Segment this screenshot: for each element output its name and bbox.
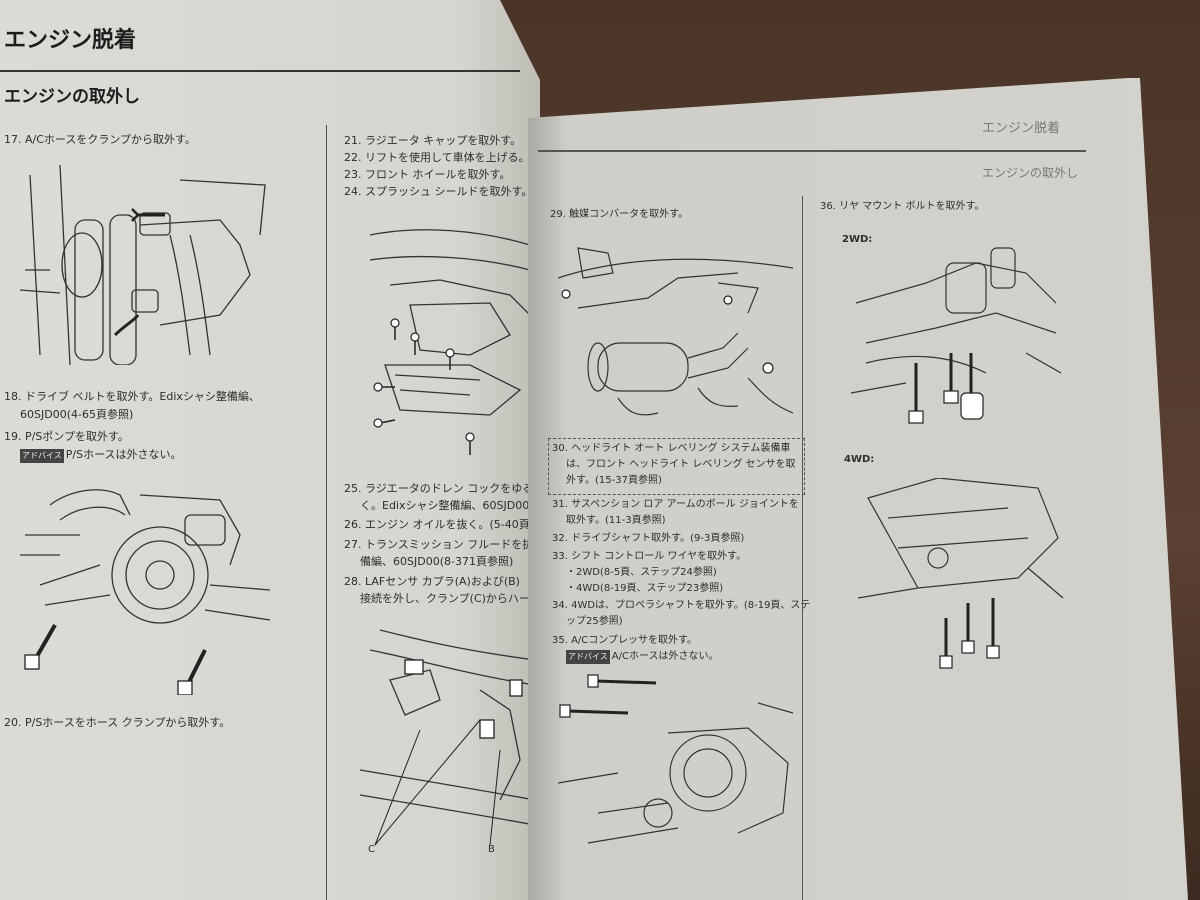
step-33-4wd: ・4WD(8-19頁、ステップ23参照)	[566, 583, 724, 594]
callout-c: C	[368, 844, 375, 855]
step-31: 31. サスペンション ロア アームのボール ジョイントを	[552, 499, 799, 510]
step-33-2wd: ・2WD(8-5頁、ステップ24参照)	[566, 567, 717, 578]
advice-tag: アドバイス	[20, 449, 64, 463]
step-23: 23. フロント ホイールを取外す。	[344, 168, 511, 181]
header-faded: エンジン脱着	[982, 121, 1061, 136]
section-heading: エンジンの取外し	[4, 87, 140, 107]
rear-mount-4wd-figure	[858, 478, 1068, 678]
step-19: 19. P/Sポンプを取外す。	[4, 430, 129, 443]
step-27: 27. トランスミッション フルードを抜	[344, 538, 534, 551]
step-30-ref: 外す。(15-37頁参照)	[566, 475, 662, 486]
step-33: 33. シフト コントロール ワイヤを取外す。	[552, 551, 747, 562]
column-divider-right	[802, 196, 803, 900]
step-24: 24. スプラッシュ シールドを取外す。	[344, 185, 533, 198]
label-2wd: 2WD:	[842, 234, 873, 245]
label-4wd: 4WD:	[844, 454, 875, 465]
step-28: 28. LAFセンサ カプラ(A)および(B)	[344, 575, 520, 588]
step-35: 35. A/Cコンプレッサを取外す。	[552, 635, 697, 646]
right-page: エンジン脱着 エンジンの取外し 29. 触媒コンバータを取外す。	[528, 78, 1188, 900]
advice-35-text: A/Cホースは外さない。	[611, 651, 719, 662]
step-31-ref: 取外す。(11-3頁参照)	[566, 515, 666, 526]
step-25: 25. ラジエータのドレン コックをゆるめ	[344, 482, 540, 495]
advice-19-text: P/Sホースは外さない。	[65, 448, 182, 461]
ac-compressor-figure	[558, 663, 798, 863]
title-rule	[0, 70, 520, 72]
step-30: 30. ヘッドライト オート レベリング システム装備車	[552, 443, 791, 454]
step-29: 29. 触媒コンバータを取外す。	[550, 209, 689, 220]
step-36: 36. リヤ マウント ボルトを取外す。	[820, 201, 985, 212]
step-22: 22. リフトを使用して車体を上げる。	[344, 151, 530, 164]
step-32: 32. ドライブシャフト取外す。(9-3頁参照)	[552, 533, 745, 544]
step-17: 17. A/Cホースをクランプから取外す。	[4, 133, 196, 146]
rear-mount-2wd-figure	[846, 243, 1066, 443]
ac-hose-clamp-figure	[20, 165, 270, 365]
step-20: 20. P/Sホースをホース クランプから取外す。	[4, 716, 231, 729]
step-30-cont: は、フロント ヘッドライト レベリング センサを取	[566, 459, 796, 470]
page-title: エンジン脱着	[4, 28, 137, 53]
step-27-cont: 備編、60SJD00(8-371頁参照)	[360, 555, 514, 568]
left-page: エンジン脱着 エンジンの取外し 17. A/Cホースをクランプから取外す。	[0, 0, 540, 900]
step-18-ref: 60SJD00(4-65頁参照)	[20, 408, 134, 421]
step-34: 34. 4WDは、プロペラシャフトを取外す。(8-19頁、ステ	[552, 600, 811, 611]
subheader-faded: エンジンの取外し	[982, 166, 1079, 180]
callout-b: B	[488, 844, 495, 855]
splash-shield-figure	[370, 215, 530, 460]
step-28-cont: 接続を外し、クランプ(C)からハーネス	[360, 592, 540, 605]
step-26: 26. エンジン オイルを抜く。(5-40頁参照)	[344, 518, 540, 531]
step-34-cont: ップ25参照)	[566, 616, 623, 627]
catalytic-converter-figure	[558, 238, 793, 433]
laf-sensor-figure	[360, 620, 535, 855]
step-18: 18. ドライブ ベルトを取外す。Edixシャシ整備編、	[4, 390, 260, 403]
step-30-callout-box	[548, 438, 805, 495]
advice-tag: アドバイス	[566, 650, 610, 664]
column-divider	[326, 125, 327, 900]
header-rule	[538, 150, 1086, 152]
ps-pump-figure	[20, 475, 280, 695]
step-21: 21. ラジエータ キャップを取外す。	[344, 134, 522, 147]
step-25-cont: く。Edixシャシ整備編、60SJD00	[360, 499, 530, 512]
